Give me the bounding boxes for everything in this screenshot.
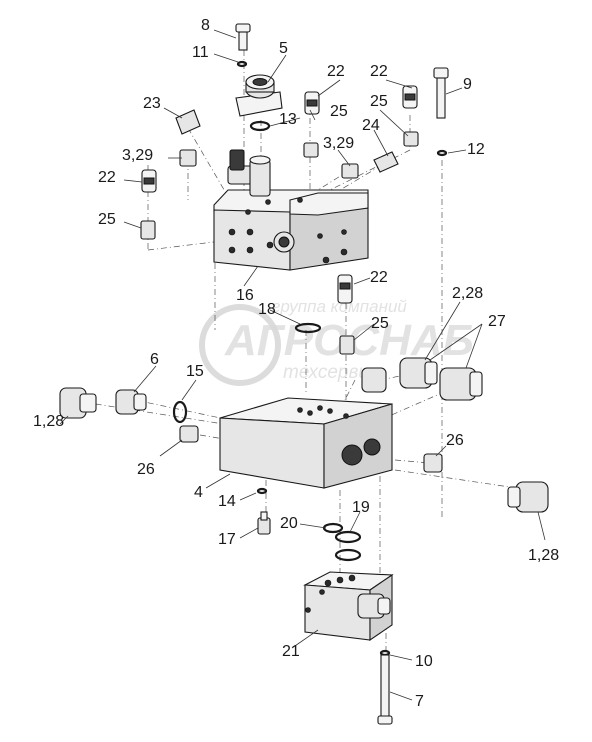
callouts: 8 11 5 22 22 9 23 13 25 25 24 3,29 3,29 … <box>33 17 559 710</box>
callout-25: 25 <box>371 315 389 332</box>
callout-19: 19 <box>352 499 370 516</box>
callout-3-29: 3,29 <box>122 147 153 164</box>
upper-valve-block <box>213 189 369 271</box>
callout-23: 23 <box>143 95 161 112</box>
grease-fitting <box>257 511 271 535</box>
callout-14: 14 <box>218 493 236 510</box>
callout-21: 21 <box>282 643 300 660</box>
elbow-fitting <box>227 149 271 197</box>
seal-rings-top <box>236 60 448 657</box>
callout-22: 22 <box>370 63 388 80</box>
callout-25: 25 <box>330 103 348 120</box>
callout-26: 26 <box>137 461 155 478</box>
callout-11: 11 <box>192 44 209 61</box>
top-flange <box>235 74 283 117</box>
callout-27: 27 <box>488 313 506 330</box>
small-fittings <box>140 109 419 355</box>
watermark-line1: группа компаний <box>272 297 407 316</box>
callout-2-28: 2,28 <box>452 285 483 302</box>
callout-1-28: 1,28 <box>528 547 559 564</box>
callout-16: 16 <box>236 287 254 304</box>
side-fittings <box>59 357 549 513</box>
callout-15: 15 <box>186 363 204 380</box>
callout-25: 25 <box>98 211 116 228</box>
callout-4: 4 <box>194 484 203 501</box>
middle-valve-block <box>219 397 393 489</box>
callout-17: 17 <box>218 531 236 548</box>
callout-22: 22 <box>327 63 345 80</box>
callout-24: 24 <box>362 117 380 134</box>
callout-9: 9 <box>463 76 472 93</box>
callout-20: 20 <box>280 515 298 532</box>
callout-1-28: 1,28 <box>33 413 64 430</box>
sensors <box>141 85 418 304</box>
callout-10: 10 <box>415 653 433 670</box>
callout-25: 25 <box>370 93 388 110</box>
callout-6: 6 <box>150 351 159 368</box>
callout-26: 26 <box>446 432 464 449</box>
callout-7: 7 <box>415 693 424 710</box>
callout-3-29: 3,29 <box>323 135 354 152</box>
callout-8: 8 <box>201 17 210 34</box>
callout-13: 13 <box>279 111 297 128</box>
bolts <box>235 23 449 725</box>
leader-lines <box>59 29 546 701</box>
seal-rings-lower <box>322 522 362 562</box>
callout-5: 5 <box>279 40 288 57</box>
lower-valve-block <box>303 571 394 642</box>
callout-12: 12 <box>467 141 485 158</box>
callout-18: 18 <box>258 301 276 318</box>
watermark-line3: техсервис <box>283 362 379 383</box>
callout-22: 22 <box>98 169 116 186</box>
callout-22: 22 <box>370 269 388 286</box>
